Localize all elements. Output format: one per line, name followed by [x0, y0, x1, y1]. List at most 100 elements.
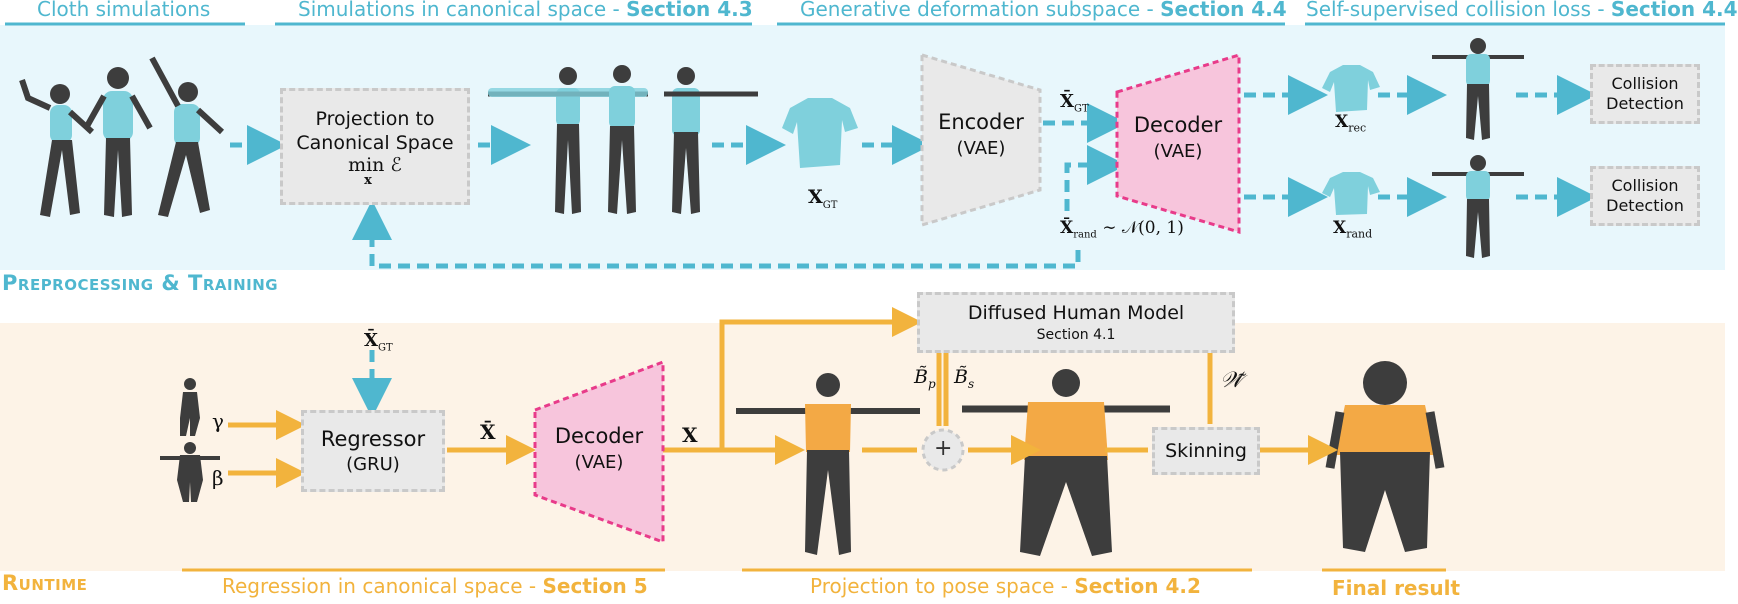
decoder-bottom-label: Decoder (VAE): [535, 424, 663, 473]
collision-2-line2: Detection: [1606, 196, 1684, 215]
bottom-section-label: Final result: [1332, 576, 1461, 600]
decoder-bottom-trapezoid: [533, 359, 665, 545]
label-x: X: [682, 423, 698, 447]
top-section-title-4: Self-supervised collision loss - Section…: [1306, 0, 1738, 21]
top-section-label: Simulations in canonical space -: [298, 0, 627, 21]
collision-detection-box-2: Collision Detection: [1590, 166, 1700, 226]
deformed-body-figure: [962, 369, 1170, 556]
encoder-trapezoid: [920, 52, 1042, 228]
x-gt-sub: GT: [822, 199, 838, 211]
bottom-arrows: [228, 307, 1338, 488]
projection-line-2: Canonical Space: [296, 131, 454, 154]
tshirt-rand: [1322, 172, 1380, 215]
top-section-title-3: Generative deformation subspace - Sectio…: [800, 0, 1287, 21]
collision-detection-box-1: Collision Detection: [1590, 64, 1700, 124]
label-w: 𝒲̃: [1220, 368, 1244, 393]
final-result-figure: [1325, 361, 1445, 552]
xbar-rand-sub: rand: [1073, 229, 1097, 241]
top-arrows: [230, 75, 1597, 418]
diffused-sub: Section 4.1: [1036, 327, 1116, 343]
bottom-section-label: Regression in canonical space -: [222, 574, 543, 598]
label-x-gt: XGT: [808, 186, 837, 211]
bottom-section-label: Projection to pose space -: [810, 574, 1075, 598]
skinning-title: Skinning: [1165, 440, 1247, 462]
x-rec-main: X: [1335, 112, 1349, 132]
x-rand-sub: rand: [1346, 227, 1373, 241]
projection-line-1: Projection to: [315, 107, 435, 130]
bottom-section-title-3: Final result: [1332, 576, 1460, 600]
label-gamma: γ: [212, 409, 224, 433]
label-bp: B̃p: [914, 366, 936, 391]
diffused-human-model-box: Diffused Human Model Section 4.1: [917, 292, 1235, 353]
top-section-ref: Section 4.3: [626, 0, 753, 21]
bs-main: B̃: [954, 366, 968, 388]
band-label-runtime: Runtime: [2, 571, 88, 595]
x-gt-main: X: [808, 186, 823, 208]
label-x-rand: Xrand: [1333, 218, 1372, 240]
collision-figure-2: [1432, 155, 1524, 258]
decoder-top-trapezoid: [1115, 52, 1241, 235]
projection-box: Projection to Canonical Space min ℰ x: [280, 88, 470, 205]
bs-sub: s: [967, 376, 975, 391]
top-section-label: Generative deformation subspace -: [800, 0, 1161, 21]
shape-figure-gamma: [180, 378, 200, 436]
encoder-label: Encoder (VAE): [922, 110, 1040, 159]
label-x-rec: Xrec: [1335, 112, 1366, 134]
sum-node-label: +: [934, 436, 953, 461]
xbar-gt-runtime-main: X̄: [364, 330, 378, 351]
label-bs: B̃s: [954, 366, 974, 391]
x-rand-main: X: [1333, 218, 1347, 238]
decoder-bottom-title: Decoder: [554, 424, 644, 448]
bottom-section-ref: Section 4.2: [1074, 574, 1201, 598]
regressor-title: Regressor: [320, 427, 426, 451]
cloth-simulation-figures: [19, 56, 225, 217]
label-xbar-rand: X̄rand ∼ 𝒩(0, 1): [1060, 218, 1184, 240]
canonical-simulation-figures: [488, 65, 758, 214]
xbar-rand-dist: ∼ 𝒩(0, 1): [1102, 218, 1184, 238]
shape-figure-beta: [160, 442, 220, 502]
x-rec-sub: rec: [1348, 121, 1367, 135]
projection-formula: min ℰ: [348, 155, 402, 175]
decoder-top-label: Decoder (VAE): [1117, 113, 1239, 162]
diffused-title: Diffused Human Model: [967, 302, 1185, 324]
decoder-top-title: Decoder: [1133, 113, 1223, 137]
top-section-label: Cloth simulations: [37, 0, 211, 21]
regressor-sub: (GRU): [346, 454, 400, 475]
decoder-top-sub: (VAE): [1153, 141, 1203, 162]
tshirt-rec: [1322, 65, 1380, 112]
band-label-preprocessing: Preprocessing & Training: [2, 271, 279, 295]
tshirt-gt: [782, 98, 858, 168]
decoder-bottom-sub: (VAE): [574, 452, 624, 473]
xbar-gt-sub: GT: [1073, 103, 1089, 115]
sum-node: [921, 428, 965, 472]
bp-main: B̃: [914, 366, 928, 388]
collision-1-line1: Collision: [1611, 74, 1679, 93]
regressor-box: Regressor (GRU): [301, 410, 445, 492]
label-xbar-gt-runtime: X̄GT: [364, 330, 393, 354]
collision-2-line1: Collision: [1611, 176, 1679, 195]
projection-formula-sub: x: [364, 172, 372, 188]
encoder-sub: (VAE): [956, 138, 1006, 159]
label-beta: β: [212, 466, 224, 490]
xbar-rand-main: X̄: [1060, 218, 1074, 238]
top-section-title-1: Cloth simulations: [37, 0, 210, 21]
top-section-title-2: Simulations in canonical space - Section…: [298, 0, 753, 21]
canonical-body-figure: [736, 373, 920, 555]
encoder-title: Encoder: [938, 110, 1024, 134]
bottom-section-title-1: Regression in canonical space - Section …: [222, 574, 648, 598]
bottom-section-title-2: Projection to pose space - Section 4.2: [810, 574, 1201, 598]
xbar-gt-main: X̄: [1060, 91, 1074, 112]
collision-1-line2: Detection: [1606, 94, 1684, 113]
top-section-label: Self-supervised collision loss -: [1306, 0, 1611, 21]
label-xbar: X̄: [480, 420, 496, 444]
runtime-band: [0, 323, 1725, 571]
bottom-section-ref: Section 5: [542, 574, 648, 598]
skinning-box: Skinning: [1152, 427, 1260, 475]
top-section-ref: Section 4.4: [1160, 0, 1287, 21]
bp-sub: p: [927, 376, 936, 391]
projection-formula-text: min ℰ: [348, 153, 402, 176]
top-section-ref: Section 4.4: [1610, 0, 1738, 21]
xbar-gt-runtime-sub: GT: [377, 342, 393, 354]
